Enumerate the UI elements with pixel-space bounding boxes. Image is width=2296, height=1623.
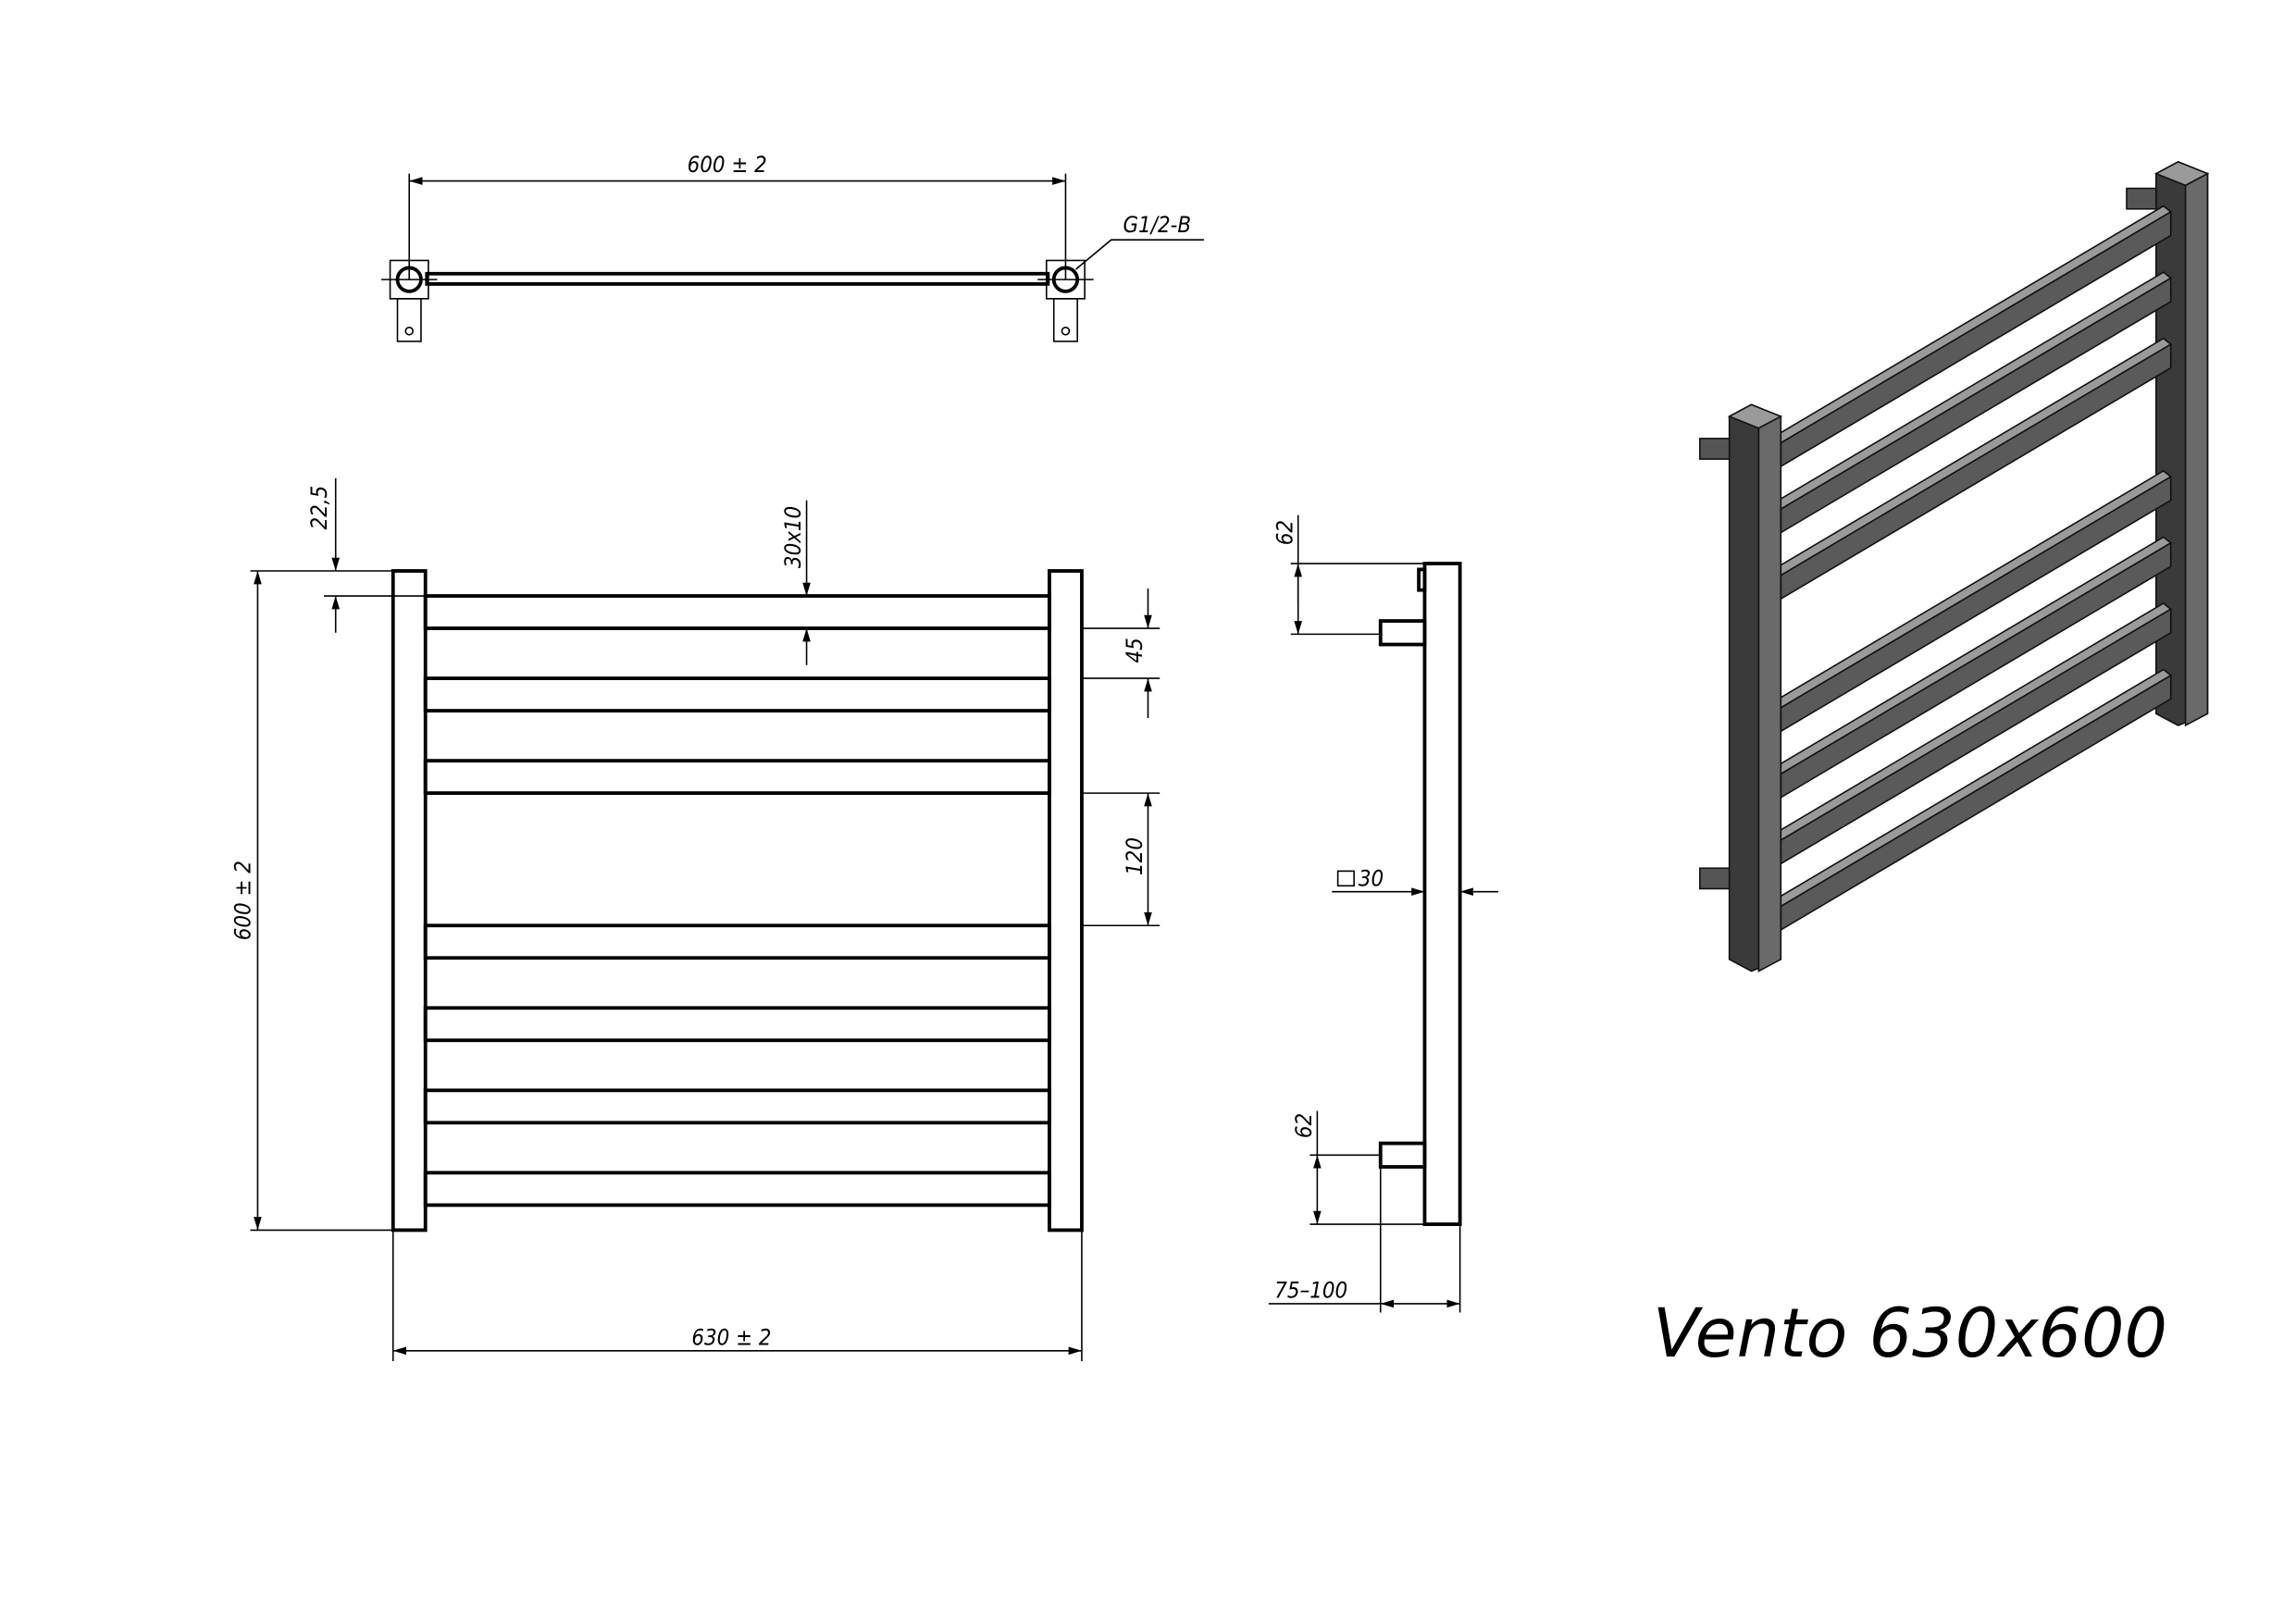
- gap-dimension: 120: [1122, 837, 1148, 875]
- bars: [423, 594, 1051, 1208]
- right-fitting: [1037, 259, 1094, 342]
- post-section-dimension: 30: [1359, 865, 1384, 891]
- wall-distance-dimension: 75–100: [1274, 1278, 1347, 1304]
- towel-bar: [423, 676, 1051, 712]
- top-offset-dimension: 22,5: [306, 486, 332, 530]
- bar-section-dimension: 30x10: [780, 506, 806, 568]
- bar-pitch-dimension: 45: [1122, 638, 1148, 663]
- towel-bar: [423, 1088, 1051, 1125]
- towel-bar: [423, 923, 1051, 960]
- towel-bar: [423, 759, 1051, 796]
- bottom-connector-dimension: 62: [1291, 1113, 1317, 1138]
- product-title: Vento 630x600: [1653, 1295, 2167, 1373]
- square-section-icon: [1336, 870, 1355, 887]
- bottom-connector: [1378, 1141, 1427, 1169]
- side-view: 62 62 30 75–100: [1268, 514, 1498, 1313]
- top-view: 600 ± 2 G1/2-B: [381, 152, 1204, 342]
- top-connector: [1378, 619, 1427, 647]
- right-post: [1048, 569, 1084, 1233]
- towel-bar: [423, 1006, 1051, 1043]
- top-bar: [425, 271, 1050, 286]
- height-dimension: 600 ± 2: [230, 861, 255, 940]
- side-post: [1422, 562, 1462, 1226]
- width-dimension: 630 ± 2: [691, 1324, 771, 1350]
- isometric-render: [1699, 161, 2210, 973]
- top-width-dimension: 600 ± 2: [688, 152, 767, 178]
- left-post: [391, 569, 428, 1233]
- left-fitting: [381, 259, 438, 342]
- towel-bar: [423, 1171, 1051, 1208]
- front-view: 600 ± 2 22,5 30x10 45 120 630 ± 2: [230, 477, 1160, 1361]
- top-connector-dimension: 62: [1272, 520, 1297, 545]
- towel-bar: [423, 594, 1051, 630]
- thread-label: G1/2-B: [1123, 212, 1191, 238]
